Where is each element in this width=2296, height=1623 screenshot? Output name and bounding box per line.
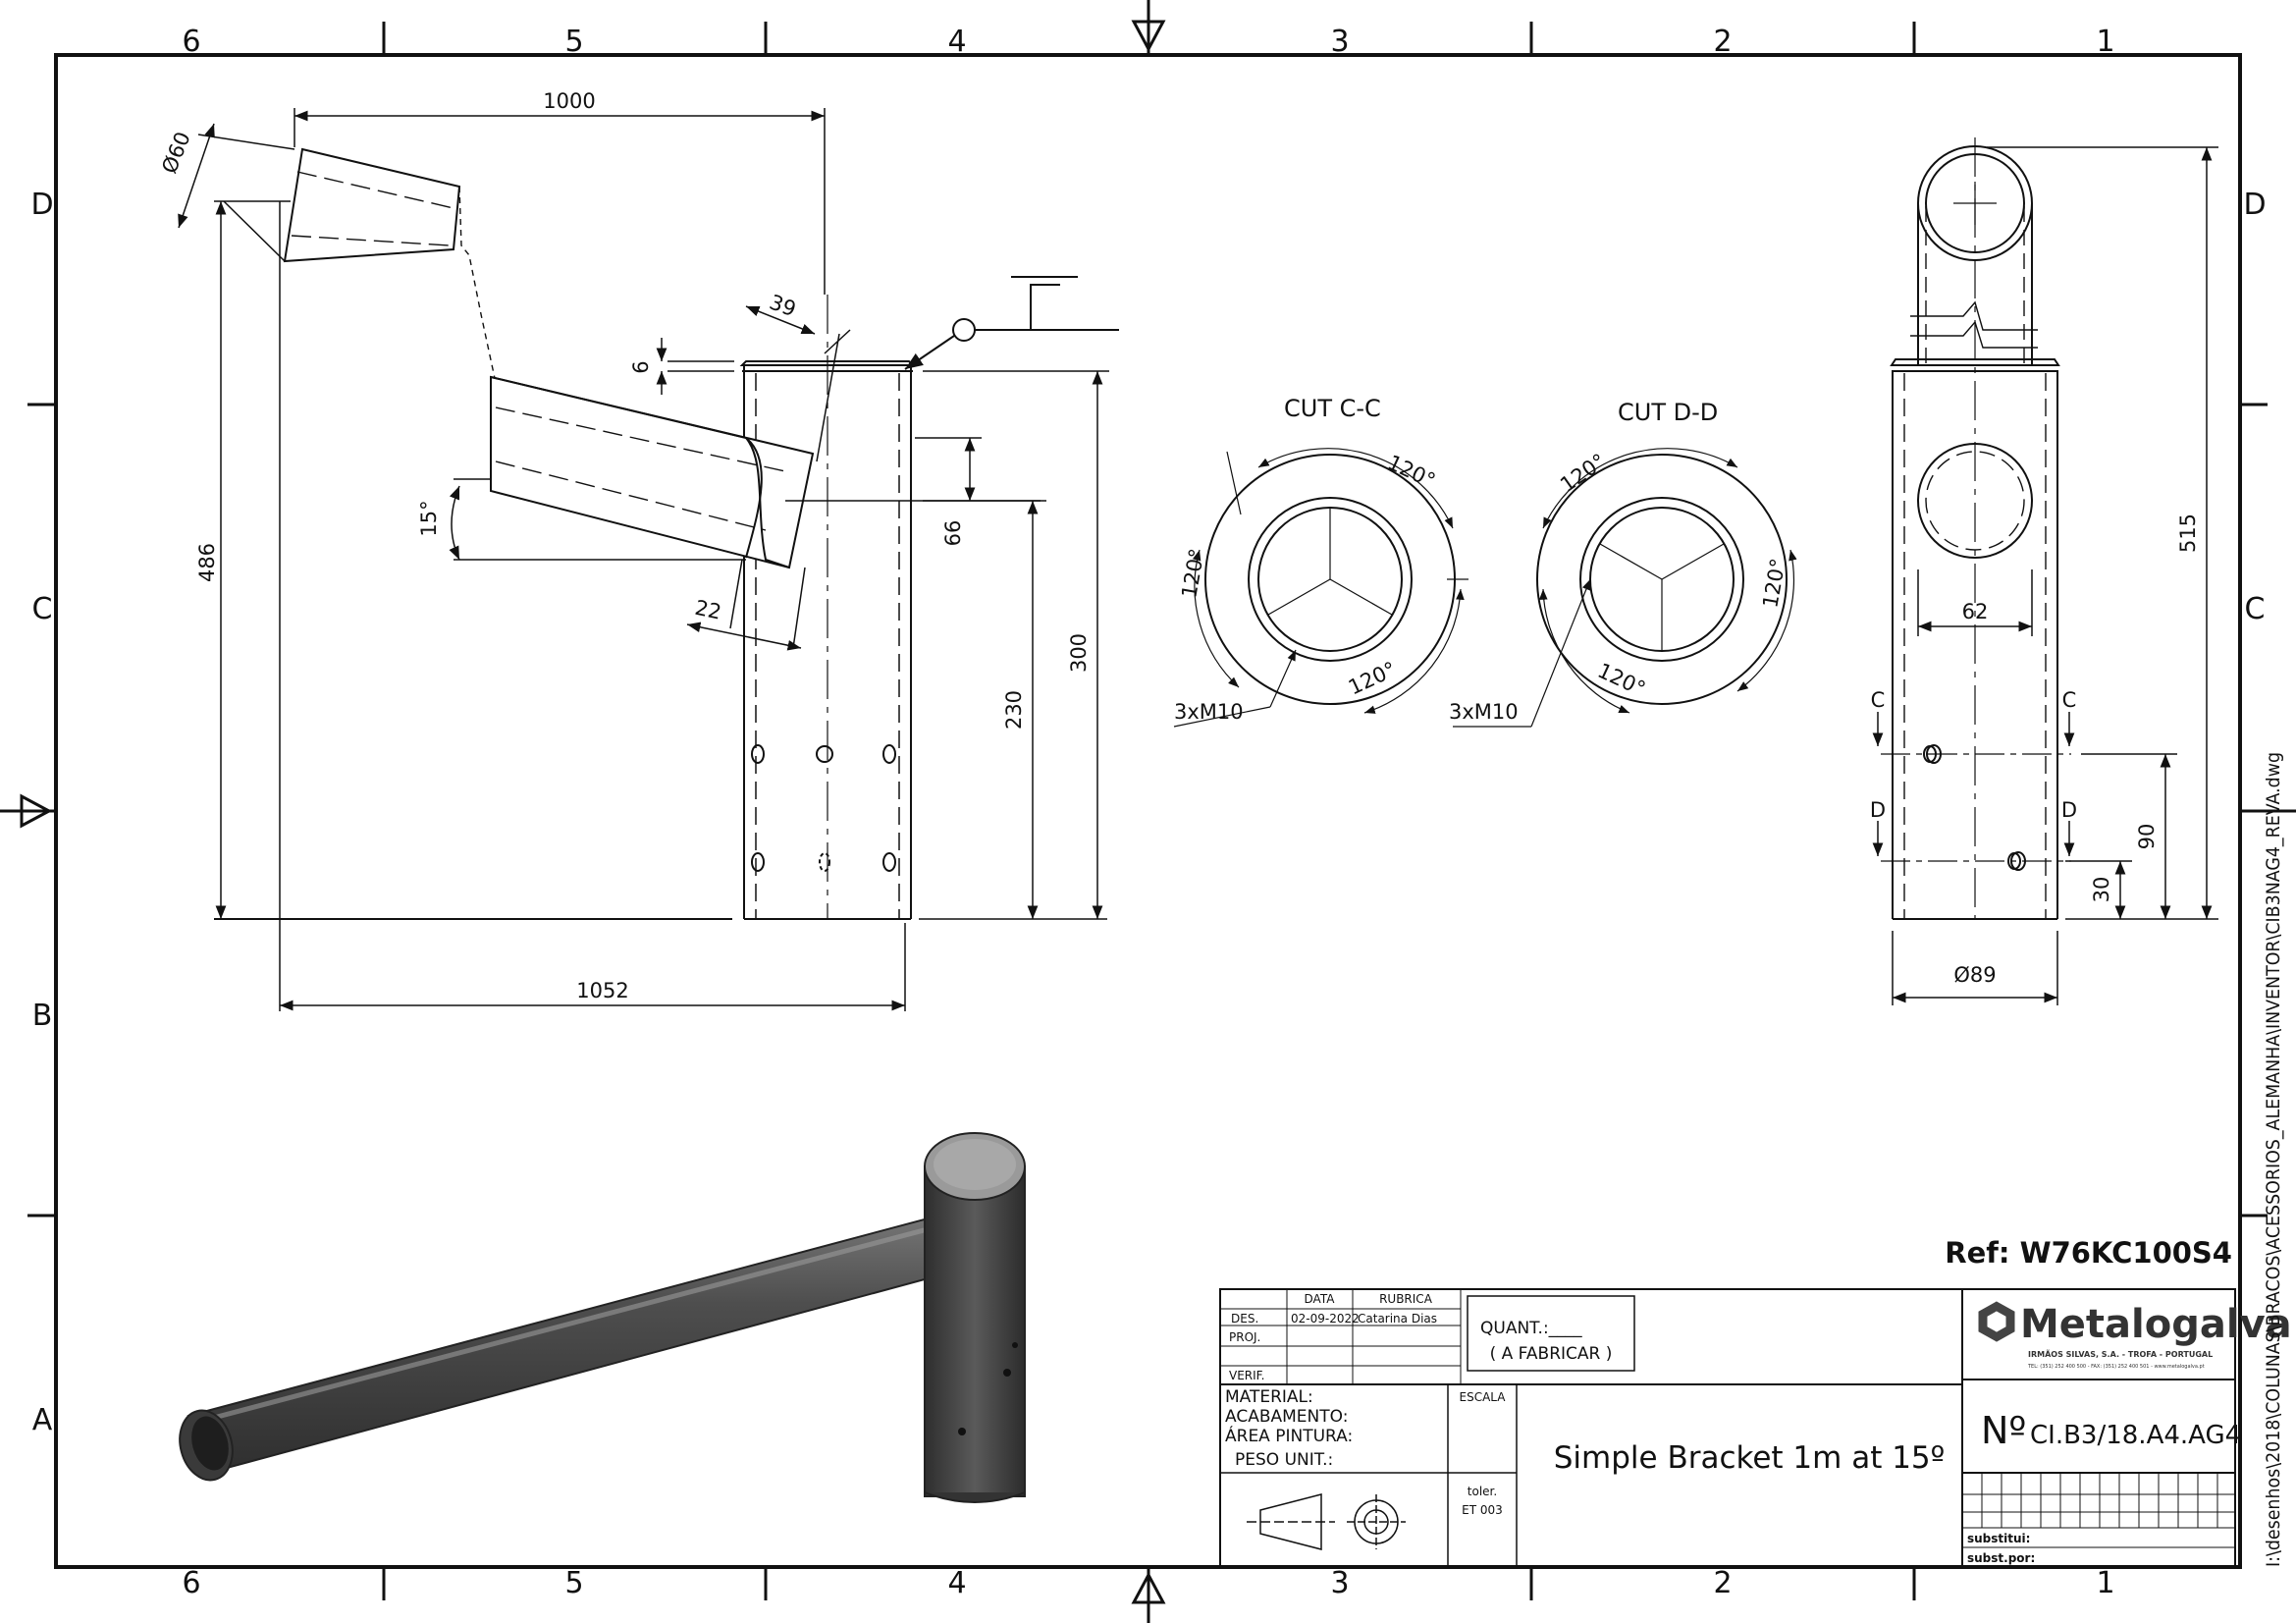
zone-row-a: A <box>32 1403 53 1437</box>
a-fabricar: ( A FABRICAR ) <box>1490 1344 1613 1364</box>
cut-d-bolt: 3xM10 <box>1449 700 1519 724</box>
dim-dia-60: Ø60 <box>157 129 194 177</box>
verif-label: VERIF. <box>1229 1369 1264 1382</box>
subst-por-label: subst.por: <box>1967 1551 2035 1565</box>
header-data: DATA <box>1305 1292 1336 1306</box>
quant-label: QUANT.:____ <box>1480 1319 1582 1338</box>
cut-marker-c-left: C <box>1871 688 1886 712</box>
cut-d-angle-3: 120° <box>1594 659 1649 701</box>
zone-col-2-bottom: 2 <box>1713 1566 1732 1600</box>
zone-col-4-bottom: 4 <box>947 1566 966 1600</box>
front-view-dimension-text: 515 62 90 30 Ø89 C C D D <box>1870 514 2200 987</box>
zone-row-c-right: C <box>2245 592 2266 626</box>
zone-col-6-bottom: 6 <box>182 1566 200 1600</box>
dim-6: 6 <box>629 360 653 373</box>
zone-row-d-right: D <box>2243 188 2266 222</box>
zone-col-4: 4 <box>947 25 966 59</box>
front-view-dimensions <box>1872 146 2218 1005</box>
proj-label: PROJ. <box>1229 1330 1260 1344</box>
area-pintura-label: ÁREA PINTURA: <box>1225 1425 1353 1446</box>
zone-col-6: 6 <box>182 25 200 59</box>
zone-row-d: D <box>30 188 53 222</box>
et-label: ET 003 <box>1462 1503 1503 1517</box>
side-view-dimensions <box>178 108 1109 1011</box>
zone-row-b: B <box>32 999 53 1033</box>
section-cut-c <box>1173 448 1468 728</box>
dim-486: 486 <box>195 543 219 582</box>
zone-col-1: 1 <box>2096 25 2114 59</box>
cut-marker-c-right: C <box>2062 688 2077 712</box>
zone-col-2: 2 <box>1713 25 1732 59</box>
brand-contact: TEL: (351) 252 400 500 - FAX: (351) 252 … <box>2027 1364 2205 1370</box>
dim-30: 30 <box>2090 877 2113 903</box>
doc-prefix: Nº <box>1981 1409 2026 1452</box>
cut-marker-d-left: D <box>1870 798 1886 822</box>
doc-number: CI.B3/18.A4.AG4 <box>2030 1421 2241 1450</box>
projection-symbol-icon <box>1247 1493 1406 1550</box>
header-rubrica: RUBRICA <box>1379 1292 1433 1306</box>
dim-300: 300 <box>1067 633 1091 673</box>
cut-c-angle-2: 120° <box>1177 547 1208 600</box>
peso-unit-label: PESO UNIT.: <box>1235 1450 1333 1470</box>
zone-col-1-bottom: 1 <box>2096 1566 2114 1600</box>
cut-c-bolt: 3xM10 <box>1174 700 1244 724</box>
section-cut-d-text: CUT D-D 120° 120° 120° 3xM10 <box>1449 399 1790 724</box>
dim-66: 66 <box>941 520 965 547</box>
dim-90: 90 <box>2135 824 2159 850</box>
cut-marker-d-right: D <box>2061 798 2077 822</box>
file-path: I:\desenhos\2018\COLUNAS\BRACOS\ACESSORI… <box>2263 752 2284 1567</box>
cut-c-angle-1: 120° <box>1384 451 1439 493</box>
side-view <box>214 147 1119 920</box>
cut-d-title: CUT D-D <box>1618 399 1718 426</box>
substitui-label: substitui: <box>1967 1532 2030 1545</box>
toler-label: toler. <box>1468 1485 1497 1498</box>
brand-name: Metalogalva <box>2020 1302 2292 1347</box>
zone-col-3-bottom: 3 <box>1330 1566 1349 1600</box>
drawing-ref: Ref: W76KC100S4 <box>1945 1236 2232 1270</box>
zone-col-5-bottom: 5 <box>564 1566 583 1600</box>
title-block-text: Ref: W76KC100S4 DATA RUBRICA DES. 02-09-… <box>1225 1236 2292 1565</box>
dim-1000: 1000 <box>543 89 595 113</box>
des-label: DES. <box>1231 1312 1258 1325</box>
escala-label: ESCALA <box>1460 1390 1507 1404</box>
brand-subtitle: IRMÃOS SILVAS, S.A. - TROFA - PORTUGAL <box>2028 1349 2213 1359</box>
front-view <box>1881 137 2071 920</box>
des-date: 02-09-2022 <box>1291 1312 1360 1325</box>
post-holes <box>751 744 896 872</box>
zone-col-5: 5 <box>564 25 583 59</box>
cut-c-title: CUT C-C <box>1284 395 1381 422</box>
acabamento-label: ACABAMENTO: <box>1225 1407 1348 1427</box>
metalogalva-logo-icon <box>1978 1301 2015 1342</box>
dim-1052: 1052 <box>576 979 628 1002</box>
dim-230: 230 <box>1002 690 1026 730</box>
des-name: Catarina Dias <box>1358 1312 1437 1325</box>
cut-d-angle-1: 120° <box>1556 449 1610 497</box>
dim-dia-89: Ø89 <box>1953 963 1996 987</box>
zone-labels: 6 5 4 3 2 1 6 5 4 3 2 1 D C B A D C <box>30 25 2266 1600</box>
section-cut-d <box>1453 448 1797 728</box>
title-block <box>1219 1288 2236 1568</box>
zone-row-c: C <box>32 592 53 626</box>
dim-62: 62 <box>1962 600 1989 623</box>
cut-c-angle-3: 120° <box>1345 657 1400 699</box>
zone-col-3: 3 <box>1330 25 1349 59</box>
dim-515: 515 <box>2176 514 2200 553</box>
material-label: MATERIAL: <box>1225 1387 1313 1407</box>
drawing-title: Simple Bracket 1m at 15º <box>1554 1440 1946 1476</box>
dim-15-deg: 15° <box>417 500 441 536</box>
dim-22: 22 <box>693 596 723 624</box>
isometric-view <box>179 1132 1026 1503</box>
